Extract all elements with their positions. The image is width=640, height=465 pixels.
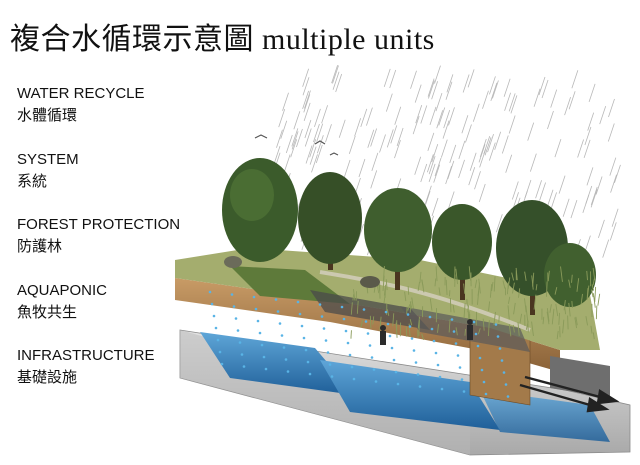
legend-label-en: WATER RECYCLE xyxy=(17,85,145,102)
legend-item-system: SYSTEM 系統 xyxy=(17,150,79,191)
outflow-arrows xyxy=(519,375,620,413)
legend-label-en: SYSTEM xyxy=(17,151,79,168)
legend-label-zh: 魚牧共生 xyxy=(17,303,78,321)
water-droplets xyxy=(208,290,510,398)
water-cycle-illustration xyxy=(170,60,640,465)
people-figures xyxy=(224,256,473,345)
legend-item-forest-protection: FOREST PROTECTION 防護林 xyxy=(17,215,180,256)
birds xyxy=(254,134,339,156)
illustration-svg xyxy=(175,65,631,456)
water-channels xyxy=(200,332,610,442)
legend-item-infrastructure: INFRASTRUCTURE 基礎設施 xyxy=(17,346,155,387)
legend-item-aquaponic: AQUAPONIC 魚牧共生 xyxy=(17,281,107,322)
legend-item-water-recycle: WATER RECYCLE 水體循環 xyxy=(17,84,145,125)
legend-label-zh: 防護林 xyxy=(17,237,63,255)
legend-label-en: INFRASTRUCTURE xyxy=(17,347,155,364)
page-title: 複合水循環示意圖 multiple units xyxy=(10,23,435,56)
legend-label-en: FOREST PROTECTION xyxy=(17,216,181,233)
forest xyxy=(222,158,596,315)
legend-label-en: AQUAPONIC xyxy=(17,282,108,299)
legend-label-zh: 系統 xyxy=(17,172,48,190)
tall-grass xyxy=(350,266,601,341)
legend-label-zh: 基礎設施 xyxy=(17,368,78,386)
legend-label-zh: 水體循環 xyxy=(17,106,78,124)
